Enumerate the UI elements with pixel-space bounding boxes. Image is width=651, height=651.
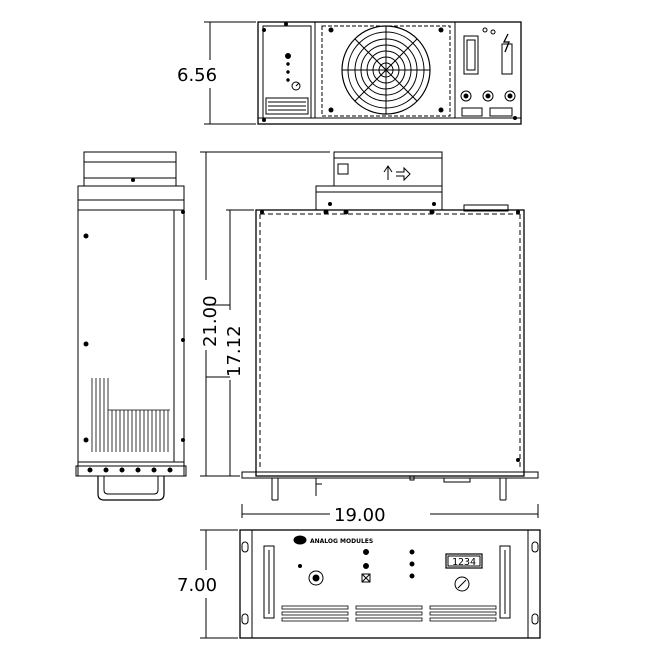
dim-inner-height: 17.12 bbox=[224, 325, 245, 377]
side-view bbox=[75, 151, 187, 501]
dim-top-view-height: 6.56 bbox=[177, 65, 217, 86]
front-view bbox=[200, 529, 541, 639]
dim-side-height: 21.00 bbox=[200, 295, 221, 347]
rear-view bbox=[204, 21, 522, 125]
dim-width: 19.00 bbox=[334, 505, 386, 526]
display-readout: 1234 bbox=[452, 557, 476, 568]
chassis-top-view bbox=[200, 151, 539, 518]
brand-logo-text: ANALOG MODULES bbox=[310, 538, 373, 545]
dim-front-height: 7.00 bbox=[177, 575, 217, 596]
